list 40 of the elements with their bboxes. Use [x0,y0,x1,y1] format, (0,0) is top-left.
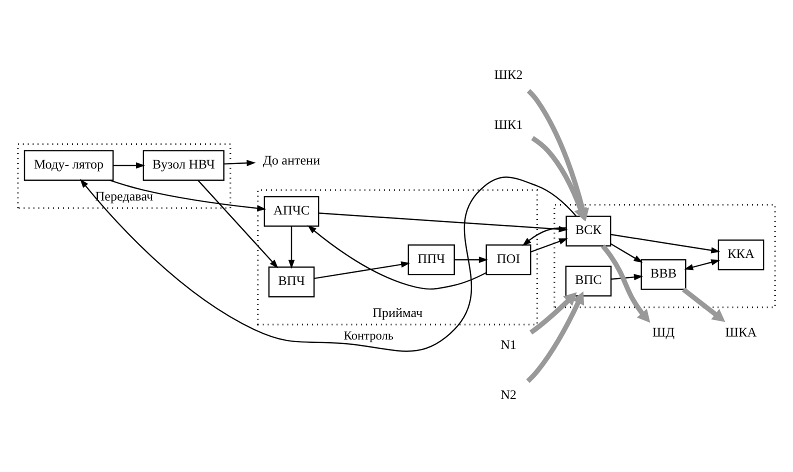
node-box: Вузол НВЧ [142,150,224,181]
arrow [611,274,644,280]
arrow [307,225,486,290]
arrow [601,244,650,323]
arrow [198,180,278,268]
arrow [318,212,568,232]
arrow [684,259,720,270]
arrow [314,261,410,280]
node-text: ШК2 [494,67,523,82]
node-text: ШД [652,324,675,340]
node-box: ПОІ [486,244,532,276]
cluster [554,204,776,308]
arrow [522,227,566,246]
node-box: Моду- лятор [24,150,114,181]
arrow [530,238,568,253]
node-box: ВВВ [640,259,686,290]
arrow [288,226,295,269]
arrow [529,292,577,334]
arrow [610,243,643,263]
arrow [80,176,577,352]
node-box: ВСК [566,216,612,246]
node-box: ККА [718,239,764,270]
arrow [682,288,726,322]
node-text: N2 [500,387,516,402]
node-box: АПЧС [264,196,320,227]
node-text: До антени [262,152,320,168]
arrow [526,291,584,383]
arrow [110,180,266,212]
arrow [454,256,488,263]
node-box: ВПЧ [268,266,315,298]
node-text: ШКА [725,324,757,340]
arrow [610,234,720,254]
arrow [531,136,587,222]
node-text: N1 [500,337,516,352]
arrow [113,162,146,169]
arrow [224,160,256,166]
edge-label: Контроль [344,328,394,342]
node-text: ШК1 [494,117,523,132]
node-box: ППЧ [408,244,455,276]
node-box: ВПС [565,266,612,296]
